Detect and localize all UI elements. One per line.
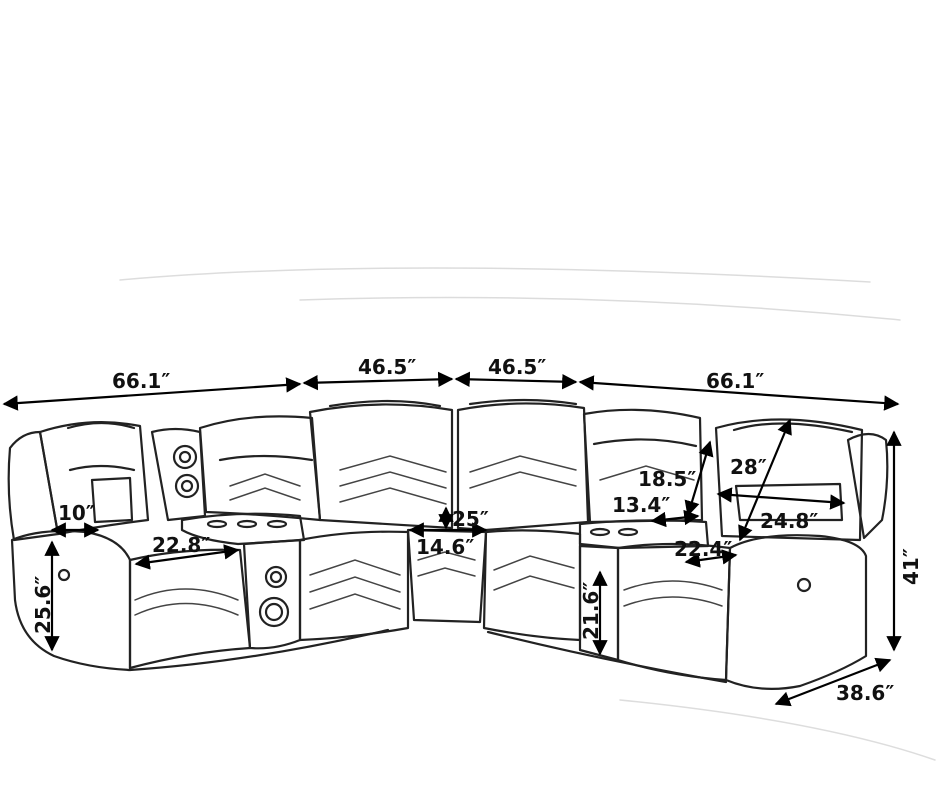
- dimension-arrows: [2, 371, 902, 707]
- label-corner-seat-width: 14.6″: [416, 535, 474, 559]
- label-console-height: 25″: [452, 507, 489, 531]
- background-sketch: [119, 267, 936, 761]
- sectional-sofa: [7, 398, 889, 690]
- label-back-height-right: 18.5″: [638, 467, 696, 491]
- label-recliner-back: 28″: [730, 455, 767, 479]
- label-recliner-seat-depth: 24.8″: [760, 509, 818, 533]
- label-armrest-width-left: 10″: [58, 501, 95, 525]
- label-top-left-width: 66.1″: [112, 369, 170, 393]
- label-top-mid-left-width: 46.5″: [358, 355, 416, 379]
- label-seat-height-right: 21.6″: [579, 582, 603, 640]
- label-console-width-right: 13.4″: [612, 493, 670, 517]
- label-arm-height-left: 25.6″: [31, 576, 55, 634]
- label-seat-width-left: 22.8″: [152, 533, 210, 557]
- label-total-height: 41″: [899, 548, 923, 585]
- label-seat-width-right: 22.4″: [674, 537, 732, 561]
- label-depth: 38.6″: [836, 681, 894, 705]
- label-top-mid-right-width: 46.5″: [488, 355, 546, 379]
- dimension-labels: 66.1″ 46.5″ 46.5″ 66.1″ 10″ 22.8″ 25.6″ …: [31, 355, 923, 705]
- label-top-right-width: 66.1″: [706, 369, 764, 393]
